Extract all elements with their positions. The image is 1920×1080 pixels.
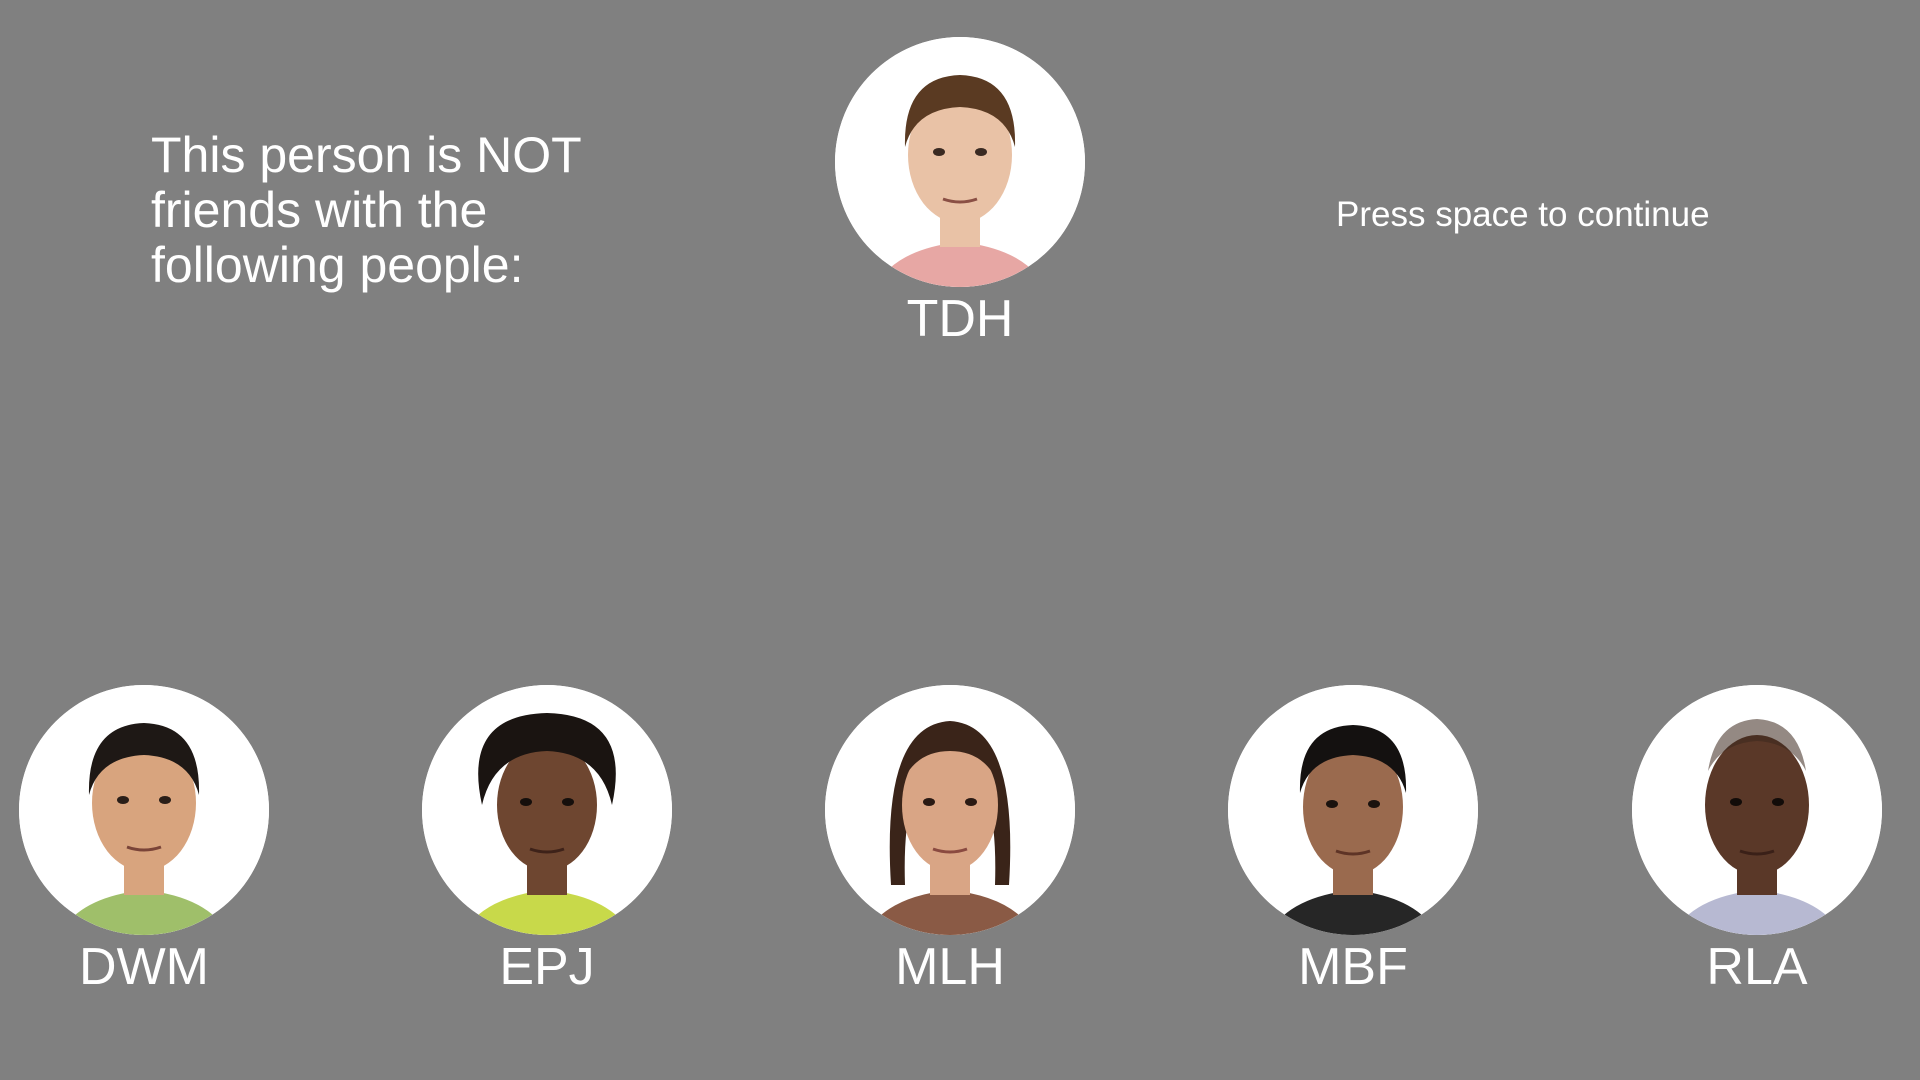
person-name: MBF xyxy=(1298,938,1408,996)
person-photo xyxy=(825,685,1075,935)
person-card: RLA xyxy=(1632,685,1882,997)
person-card: EPJ xyxy=(422,685,672,997)
continue-hint: Press space to continue xyxy=(1336,195,1710,234)
target-photo xyxy=(835,37,1085,287)
person-name: EPJ xyxy=(499,938,595,996)
face-avatar-icon xyxy=(825,685,1075,935)
person-card: MLH xyxy=(825,685,1075,997)
face-avatar-icon xyxy=(1228,685,1478,935)
person-photo xyxy=(422,685,672,935)
face-avatar-icon xyxy=(19,685,269,935)
person-photo xyxy=(1228,685,1478,935)
face-avatar-icon xyxy=(835,37,1085,287)
person-photo xyxy=(19,685,269,935)
instruction-text: This person is NOT friends with the foll… xyxy=(151,127,581,293)
person-name: MLH xyxy=(895,938,1005,996)
person-name: RLA xyxy=(1706,938,1808,996)
target-name: TDH xyxy=(906,290,1014,348)
person-card: MBF xyxy=(1228,685,1478,997)
face-avatar-icon xyxy=(422,685,672,935)
person-name: DWM xyxy=(79,938,209,996)
person-photo xyxy=(1632,685,1882,935)
person-card: DWM xyxy=(19,685,269,997)
target-person: TDH xyxy=(835,37,1085,349)
face-avatar-icon xyxy=(1632,685,1882,935)
